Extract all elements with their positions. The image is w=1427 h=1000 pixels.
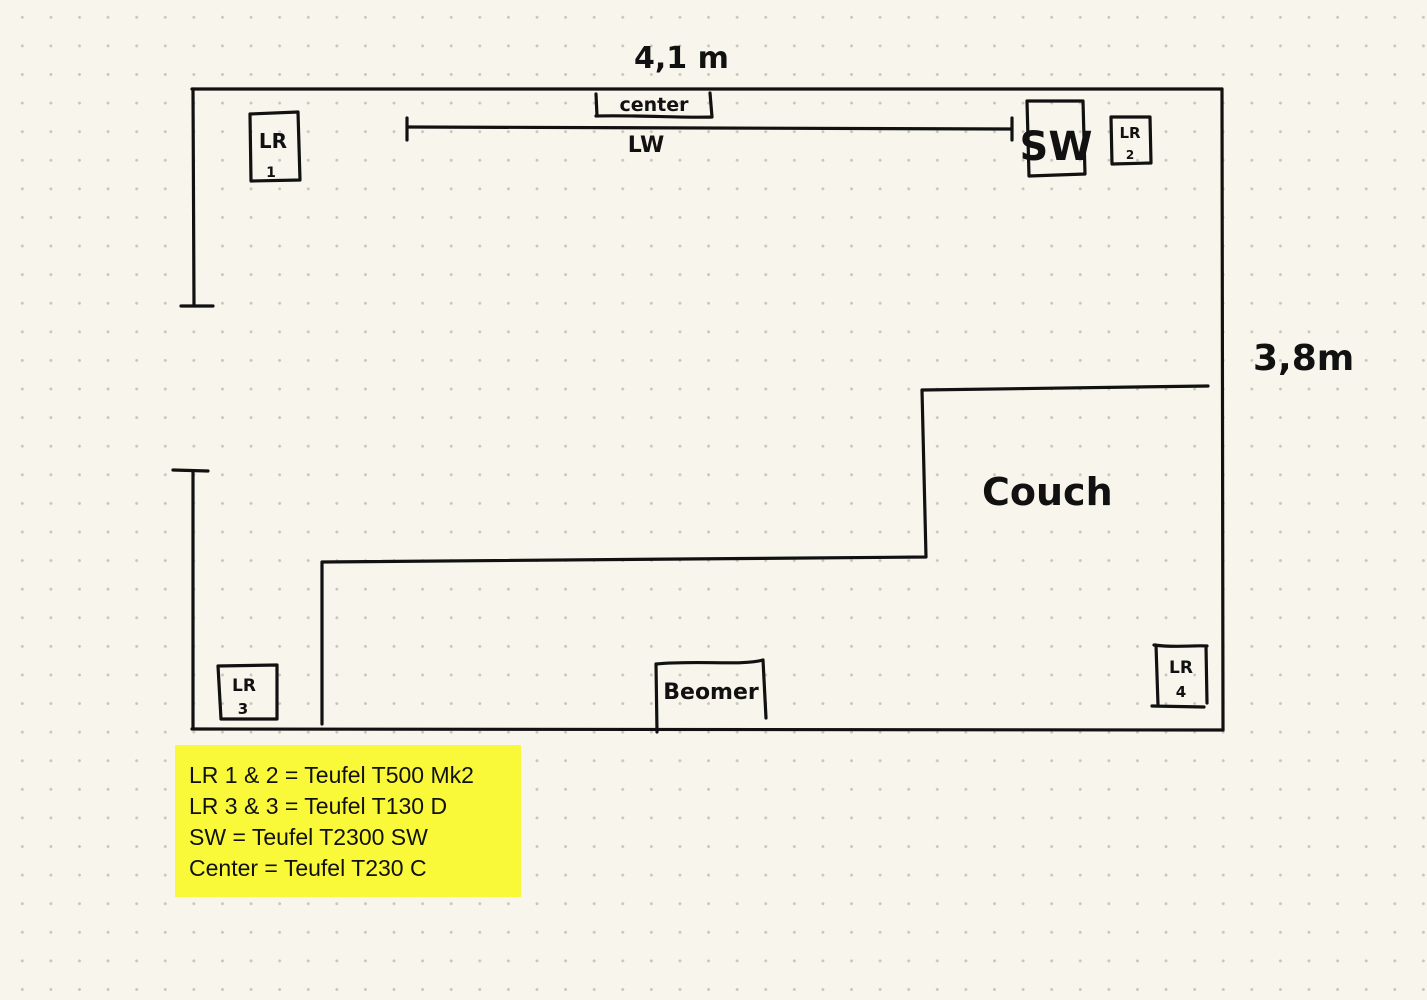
lr2-box (1109, 115, 1153, 166)
center-label: center (619, 94, 689, 116)
lr1-box (248, 110, 302, 183)
beamer-box (654, 658, 768, 734)
lr4-label: LR (1169, 658, 1193, 678)
lr4-box (1150, 643, 1209, 709)
couch-label: Couch (982, 470, 1113, 514)
lr3-label: LR (232, 676, 256, 696)
wall-left-lower-end (171, 468, 210, 473)
lr3-box (216, 663, 279, 721)
wall-right (1220, 87, 1225, 732)
legend-line-1: LR 1 & 2 = Teufel T500 Mk2 (189, 762, 474, 788)
lr1-label: LR (259, 129, 287, 153)
speaker-legend: LR 1 & 2 = Teufel T500 Mk2 LR 3 & 3 = Te… (175, 745, 521, 897)
legend-line-3: SW = Teufel T2300 SW (189, 824, 428, 850)
lw-line (405, 125, 1013, 131)
lr2-number: 2 (1126, 148, 1134, 162)
lr1-number: 1 (266, 165, 276, 181)
lr4-number: 4 (1176, 683, 1186, 701)
couch-outline (320, 384, 1210, 726)
wall-left-upper (191, 87, 196, 308)
height-label: 3,8m (1253, 338, 1354, 379)
lr2-label: LR (1119, 124, 1141, 142)
legend-line-4: Center = Teufel T230 C (189, 855, 427, 881)
center-speaker-box (594, 91, 714, 119)
legend-line-2: LR 3 & 3 = Teufel T130 D (189, 793, 448, 819)
lr3-number: 3 (238, 700, 248, 718)
sw-label: SW (1020, 124, 1093, 170)
beamer-label: Beomer (663, 680, 759, 705)
width-label: 4,1 m (634, 41, 729, 76)
sw-box (1025, 99, 1087, 178)
wall-bottom (190, 727, 1225, 732)
lw-label: LW (628, 133, 665, 158)
